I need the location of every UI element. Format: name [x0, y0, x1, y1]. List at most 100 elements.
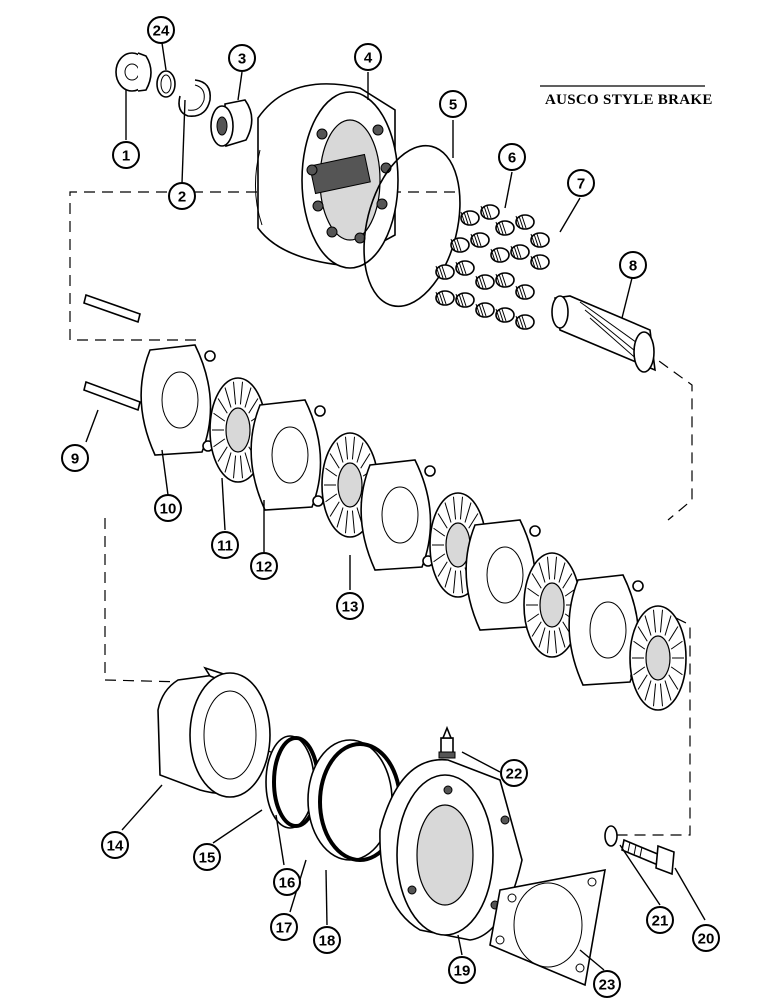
spring [475, 274, 495, 290]
callout-number: 11 [217, 538, 233, 555]
callout-number: 5 [449, 97, 457, 114]
callout-number: 6 [508, 150, 516, 167]
callout-number: 3 [238, 51, 246, 68]
callout-circle [439, 90, 467, 118]
callout-11: 11 [211, 531, 239, 559]
callout-circle [228, 44, 256, 72]
part-2-retaining-ring [178, 79, 212, 117]
callout-3: 3 [228, 44, 256, 72]
callout-circle [147, 16, 175, 44]
callout-number: 23 [599, 977, 616, 994]
separator-plate [360, 459, 436, 571]
spring [460, 210, 480, 226]
callout-circle [61, 444, 89, 472]
callout-1: 1 [112, 141, 140, 169]
callout-7: 7 [567, 169, 595, 197]
callout-circle [500, 759, 528, 787]
spring [475, 302, 495, 318]
spring [455, 260, 475, 276]
spring [510, 244, 530, 260]
part-5-o-ring [363, 144, 461, 308]
callout-16: 16 [273, 868, 301, 896]
callout-circle [193, 843, 221, 871]
callout-number: 16 [279, 875, 296, 892]
callout-number: 24 [153, 23, 170, 40]
part-1-bushing [115, 52, 152, 92]
callout-circle [336, 592, 364, 620]
friction-disc [629, 605, 687, 711]
spring [495, 272, 515, 288]
separator-plate [250, 399, 326, 511]
callout-21: 21 [646, 906, 674, 934]
spring [515, 284, 535, 300]
callout-number: 4 [364, 50, 373, 67]
callout-22: 22 [500, 759, 528, 787]
callout-circle [593, 970, 621, 998]
callout-circle [112, 141, 140, 169]
part-22-fitting [438, 725, 456, 759]
spring [530, 232, 550, 248]
callout-5: 5 [439, 90, 467, 118]
callout-9: 9 [61, 444, 89, 472]
callout-circle [448, 956, 476, 984]
part-24-snap-ring [156, 70, 176, 98]
callout-10: 10 [154, 494, 182, 522]
spring [480, 204, 500, 220]
spring [435, 264, 455, 280]
callout-15: 15 [193, 843, 221, 871]
callout-number: 19 [454, 963, 471, 980]
callout-2: 2 [168, 182, 196, 210]
callout-number: 10 [160, 501, 177, 518]
callout-circle [154, 494, 182, 522]
callout-12: 12 [250, 552, 278, 580]
callout-20: 20 [692, 924, 720, 952]
spring [470, 232, 490, 248]
callout-circle [270, 913, 298, 941]
spring [495, 307, 515, 323]
part-14-piston [157, 666, 271, 798]
callout-23: 23 [593, 970, 621, 998]
callout-circle [101, 831, 129, 859]
friction-disc [523, 552, 581, 658]
part-21-lock-washer [604, 825, 618, 847]
part-20-bolt [621, 838, 675, 876]
callout-18: 18 [313, 926, 341, 954]
spring [495, 220, 515, 236]
callout-circle [619, 251, 647, 279]
part-23-gasket [489, 868, 606, 987]
part-3-bearing [210, 99, 253, 148]
brake-disc-stack [140, 344, 687, 711]
callout-17: 17 [270, 913, 298, 941]
callout-circle [211, 531, 239, 559]
part-19-end-cap [379, 758, 523, 941]
spring [435, 290, 455, 306]
callout-number: 18 [319, 933, 336, 950]
spring [515, 314, 535, 330]
callout-number: 8 [629, 258, 637, 275]
callout-number: 21 [652, 913, 669, 930]
part-4-housing [254, 83, 399, 269]
callout-number: 2 [178, 189, 186, 206]
spring [455, 292, 475, 308]
callout-24: 24 [147, 16, 175, 44]
spring [490, 247, 510, 263]
callout-13: 13 [336, 592, 364, 620]
part-6-7-springs [435, 204, 550, 330]
callout-number: 22 [506, 766, 523, 783]
callout-4: 4 [354, 43, 382, 71]
part-8-shaft [551, 295, 656, 373]
callout-number: 17 [276, 920, 293, 937]
separator-plate [140, 344, 216, 456]
callout-number: 9 [71, 451, 79, 468]
callout-number: 14 [107, 838, 124, 855]
leader-lines [85, 42, 706, 971]
callout-14: 14 [101, 831, 129, 859]
callout-circle [692, 924, 720, 952]
callout-8: 8 [619, 251, 647, 279]
callout-circle [168, 182, 196, 210]
callout-number: 15 [199, 850, 216, 867]
callout-number: 20 [698, 931, 715, 948]
callout-circle [313, 926, 341, 954]
